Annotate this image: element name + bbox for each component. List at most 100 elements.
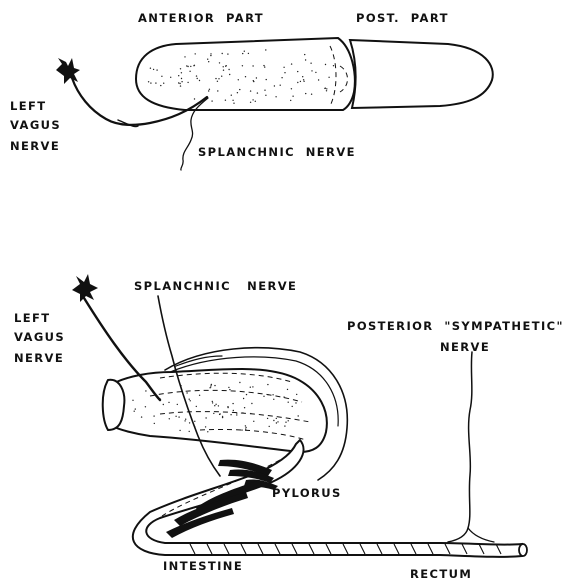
stipple-dot: [178, 416, 179, 417]
label-intestine: INTESTINE: [163, 559, 243, 573]
stipple-dot: [238, 79, 239, 80]
stipple-dot: [207, 59, 208, 60]
stipple-dot: [233, 103, 234, 104]
stipple-dot: [272, 394, 273, 395]
stipple-dot: [194, 421, 195, 422]
stipple-dot: [163, 83, 164, 84]
stipple-dot: [196, 75, 197, 76]
anterior-part-shape: [136, 38, 355, 110]
label-left-vagus-line1: LEFT: [10, 99, 46, 113]
stipple-dot: [153, 415, 154, 416]
stipple-dot: [197, 78, 198, 79]
stipple-dot: [193, 65, 194, 66]
stipple-dot: [292, 96, 293, 97]
stipple-dot: [210, 53, 211, 54]
stipple-dot: [265, 95, 266, 96]
stipple-dot: [209, 89, 210, 90]
stipple-dot: [253, 80, 254, 81]
stipple-dot: [215, 404, 216, 405]
stipple-dot: [291, 63, 292, 64]
stipple-dot: [283, 67, 284, 68]
stipple-dot: [178, 82, 179, 83]
stipple-dot: [305, 59, 306, 60]
stipple-dot: [264, 66, 265, 67]
stipple-dot: [250, 102, 251, 103]
stipple-dot: [315, 72, 316, 73]
stipple-dot: [318, 79, 319, 80]
stipple-dot: [186, 392, 187, 393]
stipple-dot: [242, 53, 243, 54]
stipple-dot: [325, 64, 326, 65]
stipple-dot: [256, 77, 257, 78]
stipple-dot: [181, 72, 182, 73]
stipple-dot: [250, 387, 251, 388]
stipple-dot: [287, 389, 288, 390]
stipple-dot: [244, 407, 245, 408]
stipple-dot: [303, 81, 304, 82]
stipple-dot: [273, 420, 274, 421]
stipple-dot: [252, 99, 253, 100]
stipple-dot: [232, 100, 233, 101]
stipple-dot: [222, 416, 223, 417]
label-left-vagus-bottom-line1: LEFT: [14, 311, 50, 325]
stipple-dot: [208, 61, 209, 62]
stipple-dot: [252, 65, 253, 66]
stipple-dot: [150, 68, 151, 69]
stipple-dot: [205, 426, 206, 427]
vagus-ganglion-top: [56, 58, 80, 84]
label-rectum: RECTUM: [410, 567, 472, 580]
stipple-dot: [325, 88, 326, 89]
stipple-dot: [296, 394, 297, 395]
stipple-dot: [208, 90, 209, 91]
stipple-dot: [227, 53, 228, 54]
posterior-part-shape: [350, 40, 493, 108]
stipple-dot: [168, 402, 169, 403]
stipple-dot: [248, 53, 249, 54]
stipple-dot: [285, 422, 286, 423]
stipple-dot: [219, 413, 220, 414]
stipple-dot: [155, 82, 156, 83]
stipple-dot: [154, 423, 155, 424]
stipple-dot: [177, 404, 178, 405]
stipple-dot: [253, 421, 254, 422]
label-splanchnic-nerve-bottom: SPLANCHNIC NERVE: [134, 279, 297, 293]
stipple-dot: [209, 387, 210, 388]
stipple-dot: [281, 77, 282, 78]
label-pylorus: PYLORUS: [272, 486, 342, 500]
label-posterior-sympathetic-line1: POSTERIOR "SYMPATHETIC": [347, 319, 564, 333]
stipple-dot: [263, 396, 264, 397]
stipple-dot: [179, 83, 180, 84]
stipple-dot: [245, 76, 246, 77]
stipple-dot: [194, 98, 195, 99]
stipple-dot: [236, 412, 237, 413]
stipple-dot: [163, 404, 164, 405]
stipple-dot: [229, 389, 230, 390]
stipple-dot: [269, 426, 270, 427]
stipple-dot: [218, 78, 219, 79]
stipple-dot: [207, 431, 208, 432]
stipple-dot: [145, 406, 146, 407]
stipple-dot: [245, 427, 246, 428]
stipple-dot: [246, 394, 247, 395]
stipple-dot: [297, 71, 298, 72]
stipple-dot: [217, 81, 218, 82]
stipple-dot: [134, 411, 135, 412]
stipple-dot: [326, 90, 327, 91]
stipple-dot: [170, 77, 171, 78]
stipple-dot: [288, 402, 289, 403]
stipple-dot: [280, 85, 281, 86]
stipple-dot: [265, 49, 266, 50]
stipple-dot: [187, 82, 188, 83]
stipple-dot: [333, 65, 334, 66]
stipple-dot: [175, 416, 176, 417]
stipple-dot: [283, 396, 284, 397]
label-left-vagus-line2: VAGUS: [10, 118, 61, 132]
stipple-dot: [284, 72, 285, 73]
stipple-dot: [222, 417, 223, 418]
stipple-dot: [196, 406, 197, 407]
stipple-dot: [179, 430, 180, 431]
stipple-dot: [178, 75, 179, 76]
stipple-dot: [145, 390, 146, 391]
bottom-diagram: SPLANCHNIC NERVE LEFT VAGUS NERVE POSTER…: [14, 274, 564, 580]
stipple-dot: [181, 78, 182, 79]
